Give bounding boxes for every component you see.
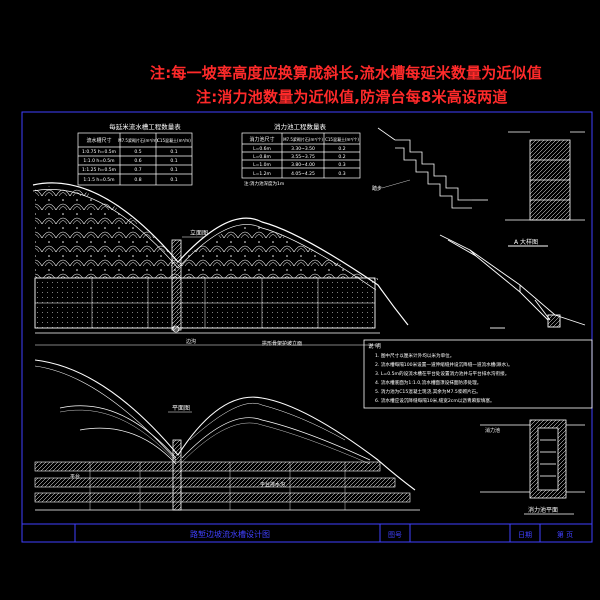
arch-framework-fill [35, 186, 378, 285]
legend-item: 1. 图中尺寸以厘米计外均以米为单位。 [375, 352, 454, 359]
table-right-cell: 0.3 [338, 171, 345, 177]
title-block-sheet: 图号 [388, 531, 402, 539]
detail-c-label: 消力池 [485, 427, 500, 434]
pool-plan-detail: 消力池 消力池平面 [480, 419, 585, 515]
terrace-band-3 [34, 492, 411, 503]
ditch-label: 边沟 [186, 338, 196, 345]
table-right-cell: L=0.8m [253, 154, 271, 160]
table-left-cell: 1:1.25 h=0.5m [82, 167, 116, 173]
table-left-h1: M7.5浆砌片石(m³/m) [118, 137, 158, 143]
table-left-h0: 流水槽尺寸 [86, 137, 111, 144]
table-right-cell: L=1.2m [253, 171, 271, 177]
legend-item: 6. 流水槽应设沉降缝每隔10米,缝宽2cm以沥青麻絮填塞。 [375, 397, 495, 404]
table-right-h2: C15混凝土(m³/个) [325, 136, 359, 142]
table-right-h0: 消力池尺寸 [249, 136, 274, 143]
table-left-cell: 1:0.75 h=0.5m [82, 149, 116, 155]
terrace-band-2 [34, 477, 396, 488]
table-right-footnote: 注:消力池深度为1m [244, 180, 284, 187]
stair-label: 踏步 [372, 185, 382, 192]
table-left-cell: 0.1 [170, 158, 177, 164]
pool-elevation-detail [505, 131, 585, 221]
table-right-cell: 0.3 [338, 162, 345, 168]
table-left-cell: 0.8 [134, 177, 141, 183]
legend-box: 说 明 1. 图中尺寸以厘米计外均以米为单位。 2. 流水槽每隔100米设置一道… [363, 339, 593, 409]
table-left-cell: 0.6 [134, 158, 141, 164]
detail-b-label: 消力池平面 [528, 506, 558, 514]
lower-slope-top-line [34, 359, 416, 491]
legend-item: 5. 消力池为C15混凝土现浇,其余为M7.5浆砌片石。 [375, 388, 481, 395]
title-block: 路堑边坡流水槽设计图 图号 日期 第 页 [21, 523, 593, 543]
table-right-cell: L=1.0m [253, 162, 271, 168]
legend-item: 4. 流水槽底面为1:1.0,流水槽面须设抹面防渗处理。 [375, 379, 481, 386]
table-left-cell: 0.5 [134, 149, 141, 155]
note-line-1: 注:每一坡率高度应换算成斜长,流水槽每延米数量为近似值 [150, 64, 543, 82]
table-right-cell: 0.2 [338, 154, 345, 160]
title-block-title: 路堑边坡流水槽设计图 [190, 529, 270, 539]
table-left-cell: 0.1 [170, 177, 177, 183]
plan-drain-channel [172, 439, 182, 511]
table-left-cell: 0.1 [170, 167, 177, 173]
table-right-cell: 0.2 [338, 146, 345, 152]
step-detail: 踏步 [372, 127, 488, 209]
upper-section-label: 立面图 [190, 229, 208, 237]
platform-drain-label: 平台排水沟 [260, 481, 285, 488]
table-right-cell: 3.80~4.00 [291, 162, 315, 168]
central-drain-channel [171, 239, 182, 331]
table-left-title: 每延米流水槽工程数量表 [109, 122, 181, 131]
middle-caption: 拱形骨架护坡立面 [262, 340, 302, 347]
table-right: 消力池工程数量表 消力池尺寸 M7.5浆砌片石(m³/个) C15混凝土(m³/… [241, 122, 361, 187]
table-right-h1: M7.5浆砌片石(m³/个) [283, 136, 323, 142]
terrace-band-1 [34, 461, 381, 472]
table-left: 每延米流水槽工程数量表 流水槽尺寸 M7.5浆砌片石(m³/m) C15混凝土(… [77, 122, 193, 186]
legend-title: 说 明 [368, 342, 381, 350]
title-block-page: 第 页 [557, 530, 573, 539]
title-block-date: 日期 [518, 531, 532, 539]
legend-item: 3. L=0.5m的设流水槽在平台处设置消力池并与平台排水沟衔接。 [375, 370, 509, 377]
table-right-cell: 4.05~4.25 [291, 171, 315, 177]
table-right-cell: 3.55~3.75 [291, 154, 315, 160]
a-detail: A 大样图 [439, 234, 586, 329]
table-right-cell: 3.30~3.50 [291, 146, 315, 152]
table-left-h2: C15混凝土(m³/m) [157, 137, 191, 143]
table-right-cell: L=0.6m [253, 146, 271, 152]
table-right-title: 消力池工程数量表 [274, 122, 327, 131]
table-left-cell: 0.7 [134, 167, 141, 173]
lower-plan: 平面图 平台 平台排水沟 [34, 359, 420, 511]
table-left-cell: 1:1.5 h=0.5m [83, 177, 114, 183]
detail-a-label: A 大样图 [514, 238, 538, 246]
platform-label: 平台 [70, 473, 80, 480]
note-line-2: 注:消力池数量为近似值,防滑台每8米高设两道 [196, 88, 508, 106]
upper-slope-inner-line [32, 189, 377, 291]
legend-item: 2. 流水槽每隔100米设置一道伸缩缝并设沉降缝一道流水槽(跌水)。 [375, 361, 513, 368]
table-left-cell: 1:1.0 h=0.5m [83, 158, 114, 164]
table-left-cell: 0.1 [170, 149, 177, 155]
lower-section-label: 平面图 [172, 405, 190, 412]
upper-elevation: 立面图 拱形骨架护坡立面 边沟 [32, 182, 409, 347]
upper-slope-top-line [32, 182, 409, 326]
